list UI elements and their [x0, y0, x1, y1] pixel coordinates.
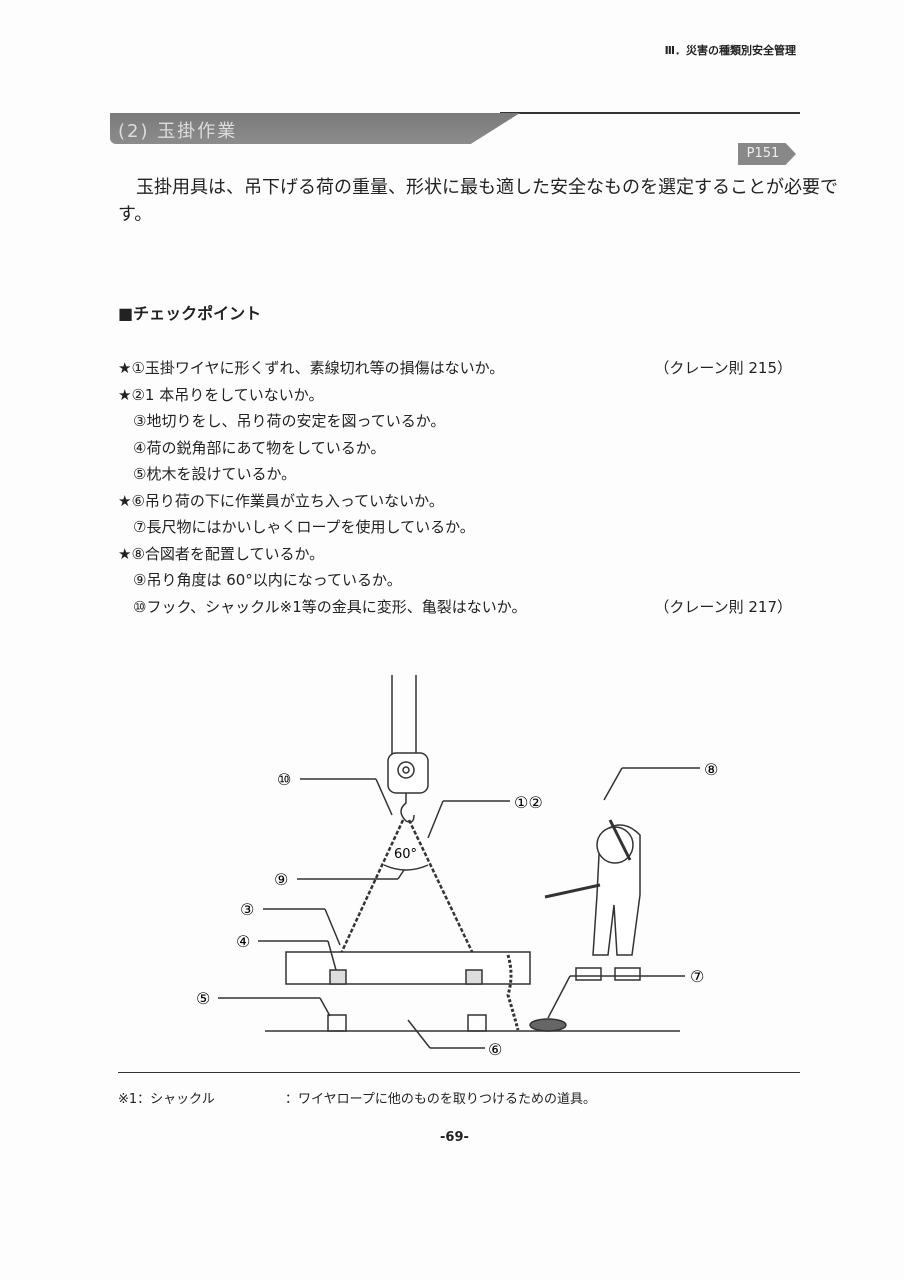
footnote-description: ：ワイヤロープに他のものを取りつけるための道具。 — [285, 1092, 596, 1107]
checklist-item: ★⑧合図者を配置しているか。 — [118, 545, 325, 563]
label-5: ⑤ — [196, 989, 210, 1008]
intro-line-1: 玉掛用具は、吊下げる荷の重量、形状に最も適した安全なものを選定することが必要で — [118, 177, 838, 198]
label-7: ⑦ — [690, 967, 704, 986]
label-10: ⑩ — [277, 770, 291, 789]
running-header: Ⅲ．災害の種類別安全管理 — [664, 44, 796, 57]
section-title: (2) 玉掛作業 — [118, 121, 238, 142]
section-title-band — [110, 113, 520, 144]
label-1-2: ①② — [514, 793, 543, 812]
checklist-item: ★②1 本吊りをしていないか。 — [118, 386, 324, 404]
label-4: ④ — [236, 932, 250, 951]
checklist-item: ⑤枕木を設けているか。 — [118, 465, 297, 483]
label-8: ⑧ — [704, 760, 718, 779]
checkpoint-heading: ■チェックポイント — [118, 304, 262, 323]
checklist-item: ⑦長尺物にはかいしゃくロープを使用しているか。 — [118, 518, 475, 536]
page-number: -69- — [440, 1130, 469, 1145]
checklist-item: ★①玉掛ワイヤに形くずれ、素線切れ等の損傷はないか。 — [118, 359, 505, 377]
checklist-item: ★⑥吊り荷の下に作業員が立ち入っていないか。 — [118, 492, 444, 510]
checklist-item: ④荷の鋭角部にあて物をしているか。 — [118, 439, 386, 457]
checklist-item: ③地切りをし、吊り荷の安定を図っているか。 — [118, 412, 446, 430]
label-6: ⑥ — [488, 1040, 502, 1059]
header-rule — [500, 112, 800, 114]
checklist-item: ⑨吊り角度は 60°以内になっているか。 — [118, 571, 402, 589]
law-reference: （クレーン則 215） — [654, 359, 792, 377]
intro-line-2: す。 — [118, 204, 153, 225]
page-reference-badge: P151 — [738, 143, 796, 165]
rigging-illustration: ⑩ ①② ⑧ 60° ⑨ ③ ④ ⑤ ⑦ ⑥ — [196, 675, 718, 1059]
label-3: ③ — [240, 900, 254, 919]
checklist-item: ⑩フック、シャックル※1等の金具に変形、亀裂はないか。 — [118, 598, 527, 616]
footnote-term: ※1：シャックル — [118, 1092, 215, 1107]
law-reference: （クレーン則 217） — [654, 598, 792, 616]
label-9: ⑨ — [274, 870, 288, 889]
footnote-rule — [118, 1072, 800, 1073]
angle-label: 60° — [394, 847, 417, 862]
